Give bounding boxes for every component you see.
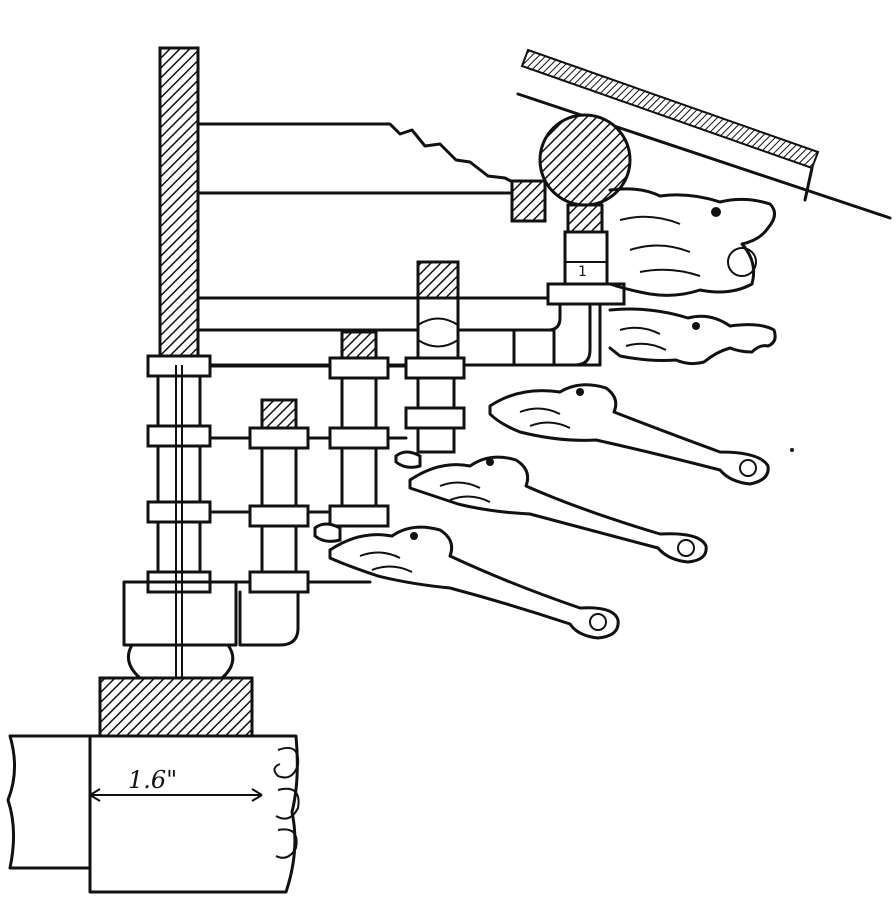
dragon-cantilever-1 — [488, 383, 770, 486]
column-bracket-stack — [122, 354, 238, 680]
dragon-cantilever-3 — [328, 525, 620, 640]
dragon-head-upper — [608, 187, 776, 297]
purlin-section — [538, 113, 632, 207]
main-post — [158, 46, 200, 375]
upper-right-bracket: 1 — [512, 230, 626, 367]
center-bracket-stack — [313, 330, 390, 543]
column-base: 1.6" — [6, 734, 300, 894]
capital-block — [98, 676, 254, 738]
block-under-purlin — [566, 203, 604, 235]
middle-bracket-stack — [394, 260, 466, 469]
tie-beams — [208, 364, 408, 584]
dragon-head-second — [608, 307, 777, 366]
dragon-cantilever-2 — [408, 455, 708, 564]
block-top — [510, 179, 547, 223]
speck — [790, 448, 794, 452]
dimension-label: 1.6" — [128, 766, 177, 794]
svg-text:1: 1 — [578, 264, 587, 280]
